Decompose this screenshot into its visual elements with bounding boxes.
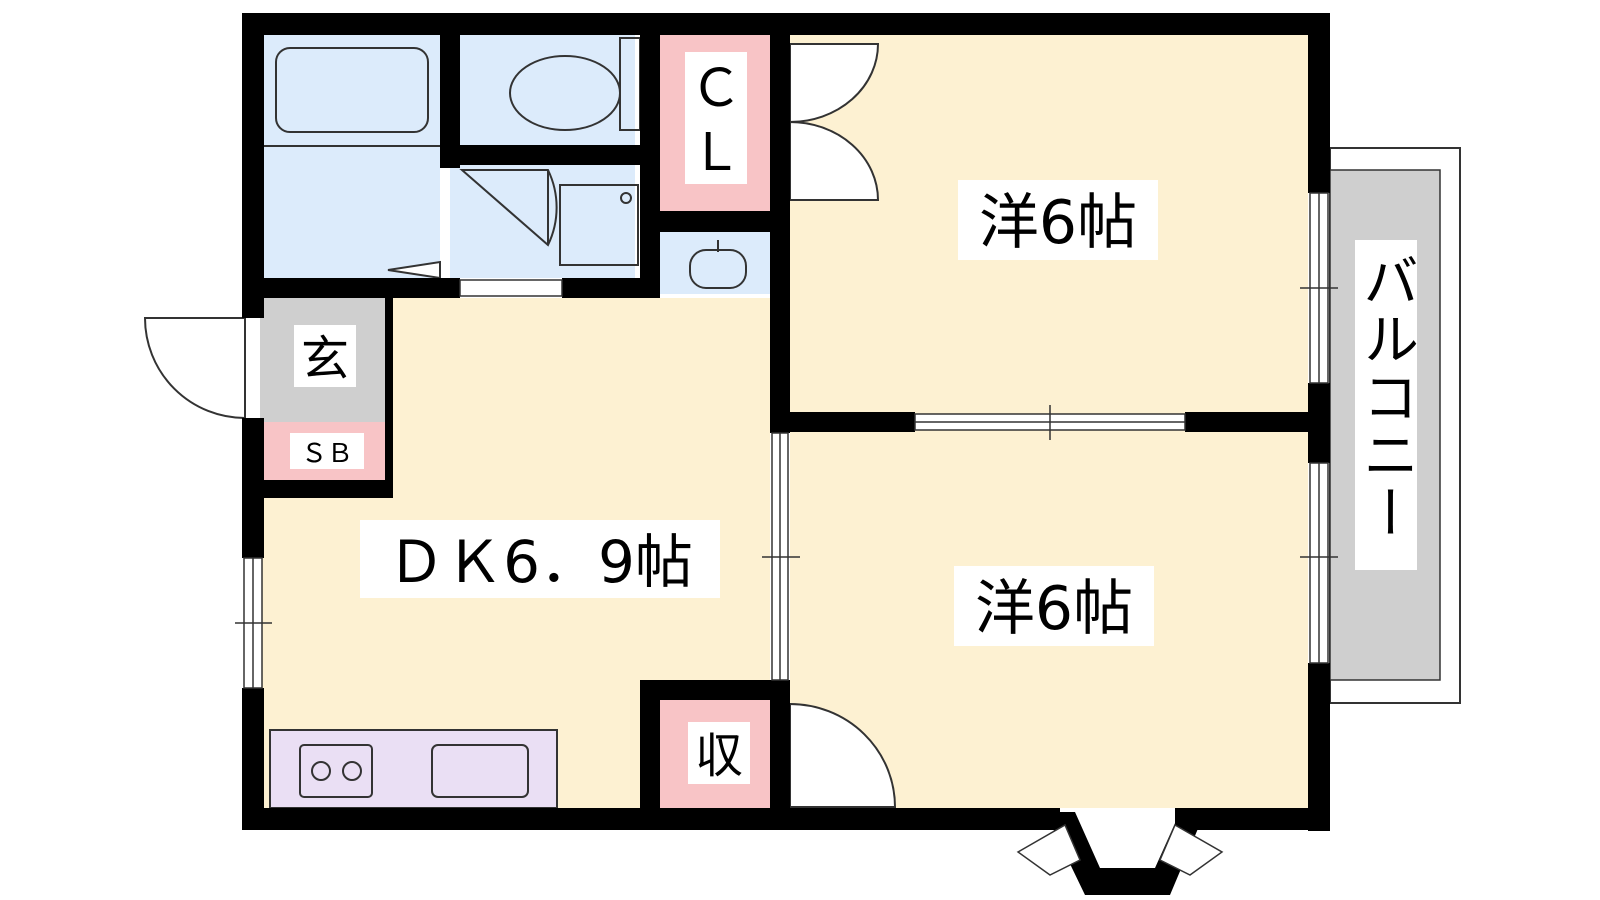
wall-closet-left — [640, 33, 660, 298]
lower-room-door — [789, 702, 897, 808]
wall-storage-top — [640, 680, 790, 700]
bay-window-sash-right — [1159, 823, 1224, 876]
wall-storage-right — [770, 688, 790, 815]
bath-floor — [260, 33, 440, 278]
stove — [299, 744, 373, 798]
burner-icon — [311, 761, 331, 781]
room-label-dining-kitchen: ＤＫ6．9帖 — [387, 528, 693, 596]
wall-closet-right — [770, 33, 790, 433]
bathtub — [275, 47, 429, 133]
sliding-door-washroom — [459, 279, 563, 297]
wall-bath-right — [440, 33, 460, 168]
wall-storage-left — [640, 680, 660, 815]
room-label-entrance: 玄 — [301, 331, 349, 387]
label-bg — [685, 52, 747, 184]
label-bg — [294, 325, 356, 387]
closet-door-bottom — [789, 120, 880, 201]
kitchen-counter — [269, 729, 558, 809]
room-label-closet-c: Ｃ — [690, 59, 742, 119]
wall-top — [242, 13, 1327, 35]
room-label-balcony: バルコニー — [1354, 252, 1419, 542]
labels: 洋6帖 洋6帖 ＤＫ6．9帖 玄 ＳＢ Ｃ Ｌ 収 バルコニー — [290, 52, 1419, 784]
bath-sliding-door — [387, 260, 441, 280]
room-label-closet-l: Ｌ — [690, 123, 742, 183]
wall-shoebox-bottom — [260, 480, 393, 498]
bay-window-wall — [1045, 812, 1205, 895]
fixtures — [260, 37, 747, 809]
drain-icon — [620, 192, 632, 204]
toilet-floor — [460, 33, 635, 145]
closet-door-top — [789, 43, 880, 124]
wall-wet-bottom-right — [562, 278, 660, 298]
wall-right-upper — [1308, 13, 1330, 193]
washroom-door — [459, 169, 558, 247]
wash-basin-floor — [660, 232, 770, 294]
room-label-western-lower: 洋6帖 — [975, 574, 1133, 644]
wall-bottom-left — [242, 808, 1060, 830]
wall-entrance-right — [385, 298, 393, 488]
label-bg — [954, 566, 1154, 646]
bay-window-sash-left — [1016, 823, 1081, 876]
entrance-door — [143, 317, 246, 420]
label-bg — [688, 722, 750, 784]
burner-icon — [342, 761, 362, 781]
wall-left-top — [242, 13, 264, 318]
wall-left-bottom — [242, 688, 264, 830]
wall-toilet-bottom — [460, 145, 655, 165]
wall-closet-bottom — [640, 211, 790, 232]
wall-wet-bottom — [260, 278, 460, 298]
washing-machine-pan — [559, 184, 639, 266]
wall-right-lower — [1308, 663, 1330, 831]
doors — [143, 43, 897, 808]
wall-bottom-right — [1175, 808, 1330, 830]
wall-room-divider-right — [1185, 412, 1330, 432]
wall-left-mid — [242, 418, 264, 558]
room-label-western-upper: 洋6帖 — [979, 188, 1137, 258]
room-label-storage: 収 — [695, 728, 743, 784]
label-bg — [360, 520, 720, 598]
wall-room-divider-left — [770, 412, 915, 432]
label-bg — [1355, 240, 1417, 570]
windows — [235, 192, 1338, 876]
walls — [242, 13, 1330, 895]
label-bg — [290, 433, 364, 469]
sink — [431, 744, 529, 798]
label-bg — [958, 180, 1158, 260]
room-label-shoe-box: ＳＢ — [301, 439, 353, 469]
